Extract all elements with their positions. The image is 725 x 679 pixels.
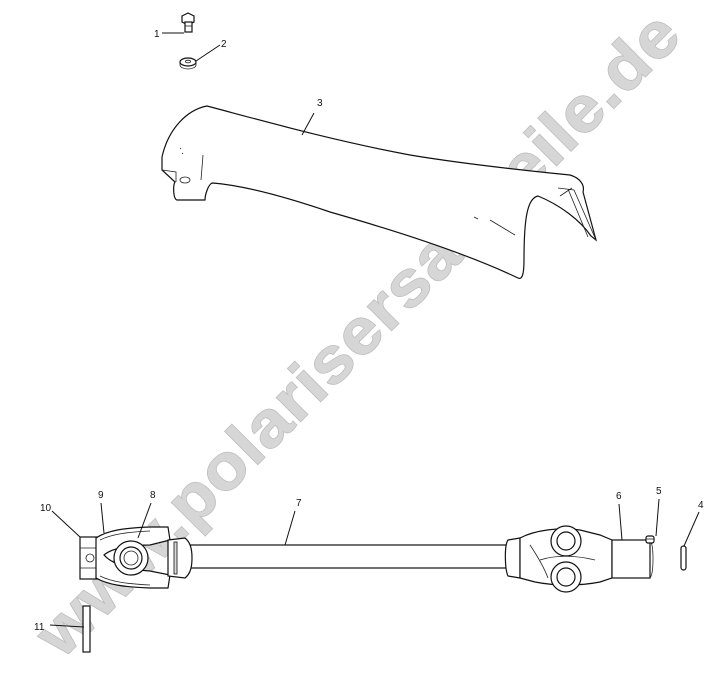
svg-text:7: 7 [296,498,302,509]
part-shaft-guard[interactable] [161,105,598,280]
svg-text:9: 9 [98,490,104,501]
svg-text:10: 10 [40,503,52,514]
callout-10: 10 [40,503,81,538]
callout-2: 2 [195,39,227,62]
svg-text:8: 8 [150,490,156,501]
part-roll-pin[interactable] [82,605,91,653]
svg-text:2: 2 [221,39,227,50]
callout-7: 7 [284,498,302,546]
callout-3: 3 [301,98,323,136]
svg-text:11: 11 [34,622,45,633]
svg-text:3: 3 [317,98,323,109]
left-u-joint[interactable] [79,526,193,589]
right-u-joint[interactable] [504,525,654,593]
callout-9: 9 [98,490,105,534]
svg-text:4: 4 [698,500,704,511]
svg-text:6: 6 [616,491,622,502]
part-pin[interactable] [680,545,687,571]
callout-11: 11 [34,622,85,633]
svg-text:1: 1 [154,29,160,40]
part-washer[interactable] [179,57,197,70]
callout-4: 4 [683,500,704,547]
callout-8: 8 [137,490,156,539]
callout-6: 6 [616,491,623,541]
svg-text:5: 5 [656,486,662,497]
part-drive-shaft[interactable] [186,544,512,569]
part-bolt[interactable] [181,12,195,33]
callout-5: 5 [655,486,662,537]
part-grease-fitting[interactable] [645,535,655,544]
callout-1: 1 [154,29,184,40]
